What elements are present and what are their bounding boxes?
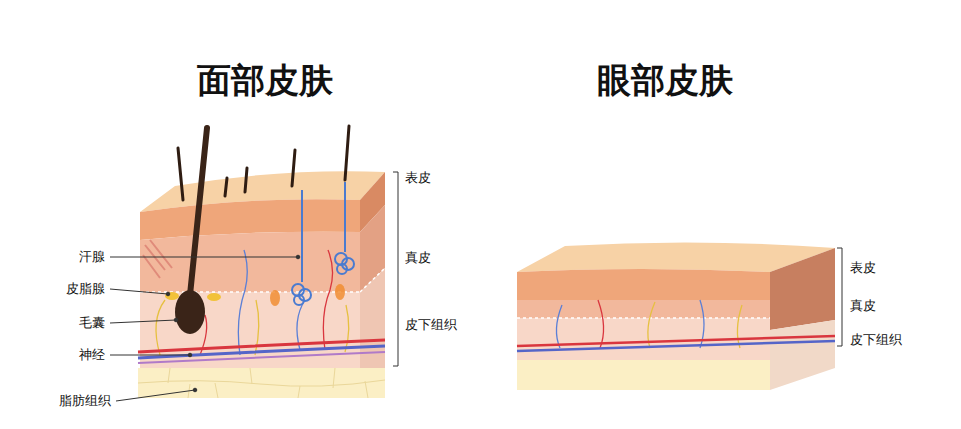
layer-label: 皮下组织 [405, 317, 457, 333]
nerves [156, 250, 349, 355]
face-skin-block [138, 126, 385, 398]
hairs [178, 126, 349, 200]
dermis [140, 232, 360, 292]
layer-label: 表皮 [405, 170, 431, 186]
eye-skin-block [517, 242, 835, 390]
part-label: 毛囊 [79, 315, 105, 331]
fat-layer [138, 368, 385, 398]
layer-label: 表皮 [850, 260, 876, 276]
layer-bracket [837, 248, 842, 346]
layer-label: 真皮 [405, 250, 431, 266]
panel-heading: 眼部皮肤 [597, 60, 733, 101]
part-label: 皮脂腺 [66, 281, 105, 297]
part-label: 神经 [79, 347, 105, 363]
part-label: 汗腺 [79, 249, 105, 265]
fat-cells [138, 368, 385, 398]
sweat-gland [292, 182, 354, 305]
leader-lines [110, 255, 300, 401]
layer-label: 皮下组织 [850, 332, 902, 348]
layer-label: 真皮 [850, 298, 876, 314]
layer-bracket [393, 172, 398, 366]
part-label: 脂肪组织 [59, 393, 111, 409]
panel-heading: 面部皮肤 [197, 60, 333, 101]
